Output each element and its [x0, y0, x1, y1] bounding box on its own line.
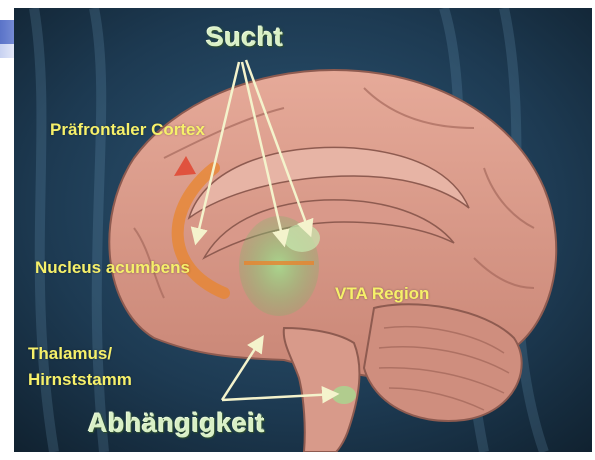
- label-praefrontaler-cortex: Präfrontaler Cortex: [50, 120, 205, 140]
- caption-abhaengigkeit: Abhängigkeit: [88, 408, 265, 439]
- label-vta-region: VTA Region: [335, 284, 429, 304]
- label-thalamus: Thalamus/: [28, 344, 112, 364]
- caption-sucht: Sucht: [206, 22, 284, 53]
- green-highlight-core: [284, 224, 320, 252]
- label-hirnstamm: Hirnststamm: [28, 370, 132, 390]
- label-nucleus-acumbens: Nucleus acumbens: [35, 258, 190, 278]
